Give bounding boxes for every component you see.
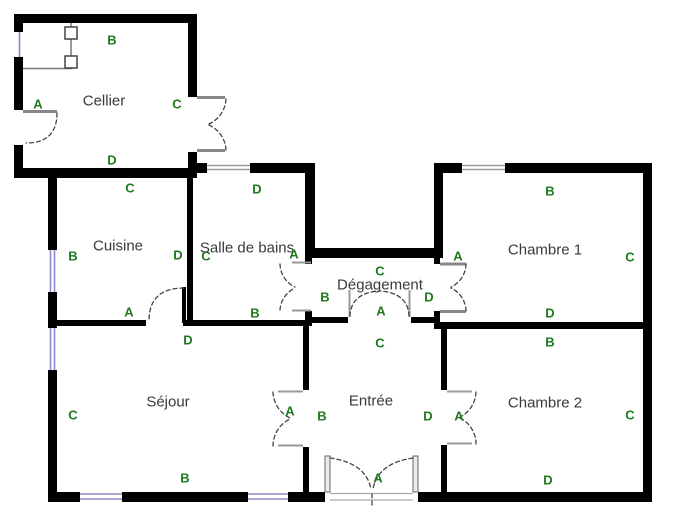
label-chambre2-left: A — [454, 408, 464, 424]
label-chambre1-right: C — [625, 249, 635, 265]
label-degagement-left: B — [320, 289, 330, 305]
label-sejour-bottom: B — [180, 470, 190, 486]
door-entree-chambre2 — [447, 390, 477, 445]
window-sejour-bottom — [80, 493, 122, 500]
door-degagement-chambre1 — [440, 262, 467, 313]
room-name-cellier: Cellier — [82, 92, 126, 110]
label-sejour-left: C — [68, 407, 78, 423]
label-cuisine-bottom: A — [124, 304, 134, 320]
interior-walls — [57, 178, 652, 492]
window-salle-de-bains-top — [207, 164, 250, 171]
label-degagement-top: C — [375, 263, 385, 279]
cellier-closet — [23, 23, 78, 70]
room-name-cuisine: Cuisine — [92, 237, 144, 255]
label-entree-left: B — [317, 408, 327, 424]
label-degagement-bottom: A — [376, 303, 386, 319]
door-main-entrance — [324, 455, 419, 509]
label-salle-de-bains-bottom: B — [250, 305, 260, 321]
label-cuisine-right: D — [173, 247, 183, 263]
label-chambre2-bottom: D — [543, 472, 553, 488]
label-degagement-right: D — [424, 289, 434, 305]
label-cuisine-left: B — [68, 248, 78, 264]
window-sejour-bottom-2 — [248, 493, 288, 500]
label-cuisine-top: C — [125, 180, 135, 196]
window-chambre1-top — [462, 164, 505, 171]
room-name-chambre2: Chambre 2 — [507, 394, 583, 412]
room-name-chambre1: Chambre 1 — [507, 241, 583, 259]
label-cellier-top: B — [107, 32, 117, 48]
label-chambre1-bottom: D — [545, 305, 555, 321]
label-entree-bottom: A — [373, 470, 383, 486]
room-name-degagement: Dégagement — [337, 276, 423, 294]
label-cellier-right: C — [172, 96, 182, 112]
label-salle-de-bains-left: C — [201, 248, 211, 264]
label-chambre2-right: C — [625, 407, 635, 423]
label-cellier-left: A — [33, 96, 43, 112]
label-salle-de-bains-top: D — [252, 181, 262, 197]
door-cellier-left — [23, 110, 58, 144]
label-sejour-right: A — [285, 403, 295, 419]
window-sejour-left — [49, 328, 56, 370]
door-sejour-entree — [272, 390, 303, 447]
room-name-entree: Entrée — [348, 392, 394, 410]
room-name-sejour: Séjour — [146, 393, 190, 411]
door-cellier-right-french — [197, 96, 227, 152]
exterior-walls — [14, 14, 652, 502]
label-entree-top: C — [375, 335, 385, 351]
label-entree-right: D — [423, 408, 433, 424]
label-salle-de-bains-right: A — [289, 246, 299, 262]
label-chambre2-top: B — [545, 334, 555, 350]
window-cuisine-left — [49, 250, 56, 292]
label-cellier-bottom: D — [107, 152, 117, 168]
door-degagement-entree — [348, 290, 411, 317]
door-cuisine — [148, 287, 186, 323]
label-sejour-top: D — [183, 332, 193, 348]
label-chambre1-top: B — [545, 183, 555, 199]
label-chambre1-left: A — [453, 248, 463, 264]
door-salle-de-bains — [279, 261, 311, 312]
room-name-salle-de-bains: Salle de bains — [199, 239, 295, 257]
